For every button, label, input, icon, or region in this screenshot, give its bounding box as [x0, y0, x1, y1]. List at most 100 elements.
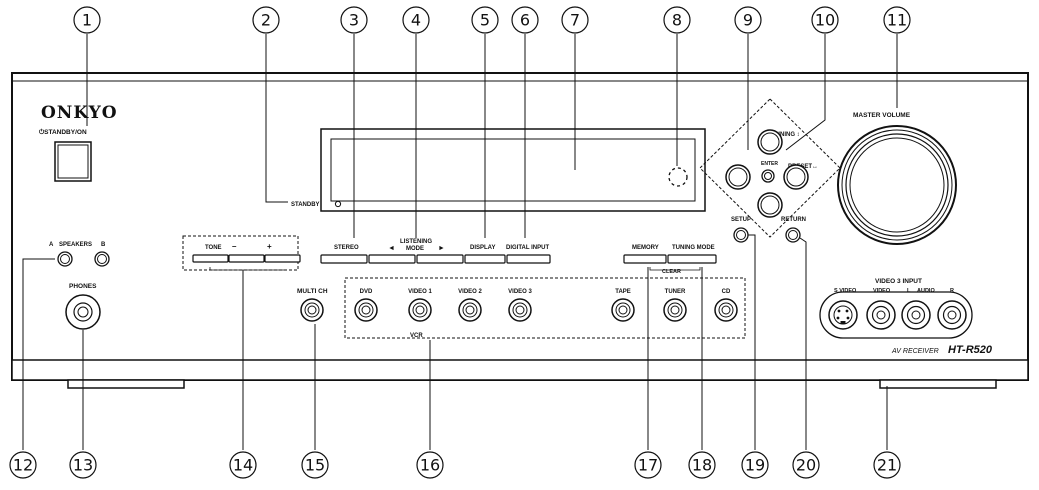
- svg-text:8: 8: [672, 11, 682, 30]
- svg-text:18: 18: [692, 456, 712, 475]
- svg-text:9: 9: [743, 11, 753, 30]
- s-video-label: S VIDEO: [834, 288, 857, 294]
- left-arrow-label: ◄: [388, 245, 395, 252]
- video-jack[interactable]: [866, 300, 896, 330]
- audio-l-label: L: [907, 288, 911, 294]
- audio-r-jack[interactable]: [937, 300, 967, 330]
- source-label-dvd: DVD: [360, 289, 373, 295]
- phones-label: PHONES: [69, 283, 97, 290]
- callout-9: 9: [734, 6, 762, 34]
- source-group-outline: [344, 277, 746, 339]
- s-video-jack[interactable]: [828, 300, 858, 330]
- source-button-tape[interactable]: [611, 298, 635, 322]
- stereo-button[interactable]: [320, 254, 368, 264]
- return-label: RETURN: [781, 217, 806, 223]
- tuning-mode-button[interactable]: [667, 254, 717, 264]
- enter-button[interactable]: [761, 169, 775, 183]
- standby-label: STANDBY: [291, 202, 320, 208]
- callout-15: 15: [301, 451, 329, 479]
- stereo-label: STEREO: [334, 245, 359, 251]
- listening-mode-right-button[interactable]: [416, 254, 464, 264]
- tone-bracket: [209, 267, 285, 271]
- callout-3: 3: [340, 6, 368, 34]
- svg-text:2: 2: [261, 11, 271, 30]
- callout-7: 7: [561, 6, 589, 34]
- svg-text:1: 1: [82, 11, 92, 30]
- display-window: [320, 128, 706, 212]
- source-label-cd: CD: [722, 289, 731, 295]
- tuning-label: TUNING ↕: [772, 132, 800, 138]
- standby-on-button[interactable]: [54, 141, 92, 182]
- speakers-label: SPEAKERS: [59, 242, 92, 248]
- callout-10: 10: [811, 6, 839, 34]
- tone-minus-button[interactable]: [228, 254, 265, 263]
- standby-indicator: [334, 200, 342, 208]
- model-prefix: AV RECEIVER: [891, 348, 939, 355]
- svg-text:16: 16: [420, 456, 440, 475]
- callout-1: 1: [73, 6, 101, 34]
- callout-4: 4: [402, 6, 430, 34]
- tone-button[interactable]: [192, 254, 229, 263]
- master-volume-knob[interactable]: [837, 125, 957, 245]
- video-label: VIDEO: [873, 288, 891, 294]
- svg-text:5: 5: [480, 11, 490, 30]
- source-button-video-1[interactable]: [408, 298, 432, 322]
- source-label-video-3: VIDEO 3: [508, 289, 532, 295]
- speakers-b-button[interactable]: [94, 251, 110, 267]
- callout-18: 18: [688, 451, 716, 479]
- source-button-video-2[interactable]: [458, 298, 482, 322]
- callout-leaders: [22, 34, 898, 450]
- tone-minus-label: –: [232, 242, 237, 251]
- memory-label: MEMORY: [632, 245, 659, 251]
- setup-label: SETUP: [731, 217, 751, 223]
- preset-right-button[interactable]: [783, 164, 809, 190]
- audio-l-jack[interactable]: [901, 300, 931, 330]
- svg-text:6: 6: [520, 11, 530, 30]
- return-button[interactable]: [785, 227, 801, 243]
- tuning-mode-label: TUNING MODE: [672, 245, 715, 251]
- clear-label: CLEAR: [662, 269, 681, 275]
- callout-14: 14: [229, 451, 257, 479]
- source-button-cd[interactable]: [714, 298, 738, 322]
- listening-mode-left-button[interactable]: [368, 254, 416, 264]
- speakers-a-button[interactable]: [57, 251, 73, 267]
- display-button[interactable]: [464, 254, 506, 264]
- callout-6: 6: [511, 6, 539, 34]
- svg-text:14: 14: [233, 456, 253, 475]
- left-foot: [67, 379, 185, 389]
- svg-text:10: 10: [815, 11, 835, 30]
- callout-21: 21: [873, 451, 901, 479]
- svg-text:3: 3: [349, 11, 359, 30]
- digital-input-button[interactable]: [506, 254, 551, 264]
- callout-11: 11: [883, 6, 911, 34]
- callout-8: 8: [663, 6, 691, 34]
- source-label-video-2: VIDEO 2: [458, 289, 482, 295]
- memory-button[interactable]: [623, 254, 667, 264]
- multi-ch-button[interactable]: [300, 298, 324, 322]
- tone-plus-label: +: [267, 242, 272, 251]
- setup-button[interactable]: [733, 227, 749, 243]
- callout-2: 2: [252, 6, 280, 34]
- callout-13: 13: [69, 451, 97, 479]
- svg-text:17: 17: [638, 456, 658, 475]
- callout-16: 16: [416, 451, 444, 479]
- phones-jack[interactable]: [65, 294, 101, 330]
- source-button-video-3[interactable]: [508, 298, 532, 322]
- brand-logo: ONKYO: [41, 103, 118, 123]
- source-button-dvd[interactable]: [354, 298, 378, 322]
- tone-label: TONE: [205, 245, 222, 251]
- right-foot: [879, 379, 997, 389]
- svg-text:7: 7: [570, 11, 580, 30]
- audio-label: AUDIO: [917, 288, 935, 294]
- video3-input-title: VIDEO 3 INPUT: [875, 278, 922, 285]
- callout-19: 19: [741, 451, 769, 479]
- source-button-tuner[interactable]: [663, 298, 687, 322]
- svg-text:4: 4: [411, 11, 421, 30]
- nav-diamond-outline: [699, 98, 841, 238]
- preset-left-button[interactable]: [725, 164, 751, 190]
- callout-5: 5: [471, 6, 499, 34]
- tuning-up-button[interactable]: [757, 129, 783, 155]
- tuning-down-button[interactable]: [757, 192, 783, 218]
- tone-plus-button[interactable]: [264, 254, 301, 263]
